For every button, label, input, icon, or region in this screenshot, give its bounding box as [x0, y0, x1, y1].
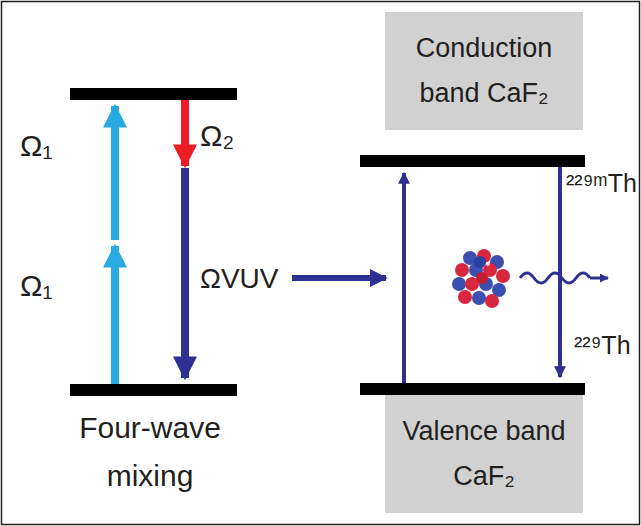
beam-label: Ω₁	[20, 268, 53, 304]
caption-label: Four-wave mixing	[55, 404, 245, 500]
vuv-beam-arrow	[292, 275, 386, 281]
nucleus-icon	[452, 249, 510, 308]
pump-arrow	[111, 106, 119, 240]
photon-wave	[520, 273, 590, 283]
idler-arrow	[181, 100, 189, 166]
excitation-arrow	[402, 173, 406, 383]
isotope-label: ²²⁹Th	[574, 330, 631, 360]
isomer-level-bar	[360, 155, 585, 167]
decay-arrow	[558, 167, 562, 377]
band-label: Conduction band CaF₂	[399, 26, 569, 115]
band-box: Conduction band CaF₂	[385, 12, 583, 130]
lower-level-bar	[70, 384, 237, 396]
beam-label: Ω₁	[20, 128, 53, 164]
beam-label: ΩVUV	[200, 262, 279, 296]
band-box: Valence band CaF₂	[385, 395, 583, 513]
beam-label: Ω₂	[200, 118, 234, 154]
upper-level-bar	[70, 88, 237, 100]
vuv-emission-arrow	[181, 168, 189, 378]
band-label: Valence band CaF₂	[399, 409, 569, 498]
ground-level-bar	[360, 383, 585, 395]
isotope-label: ²²⁹ᵐTh	[566, 168, 637, 198]
photon-arrow	[590, 277, 608, 280]
pump-arrow	[111, 246, 119, 384]
